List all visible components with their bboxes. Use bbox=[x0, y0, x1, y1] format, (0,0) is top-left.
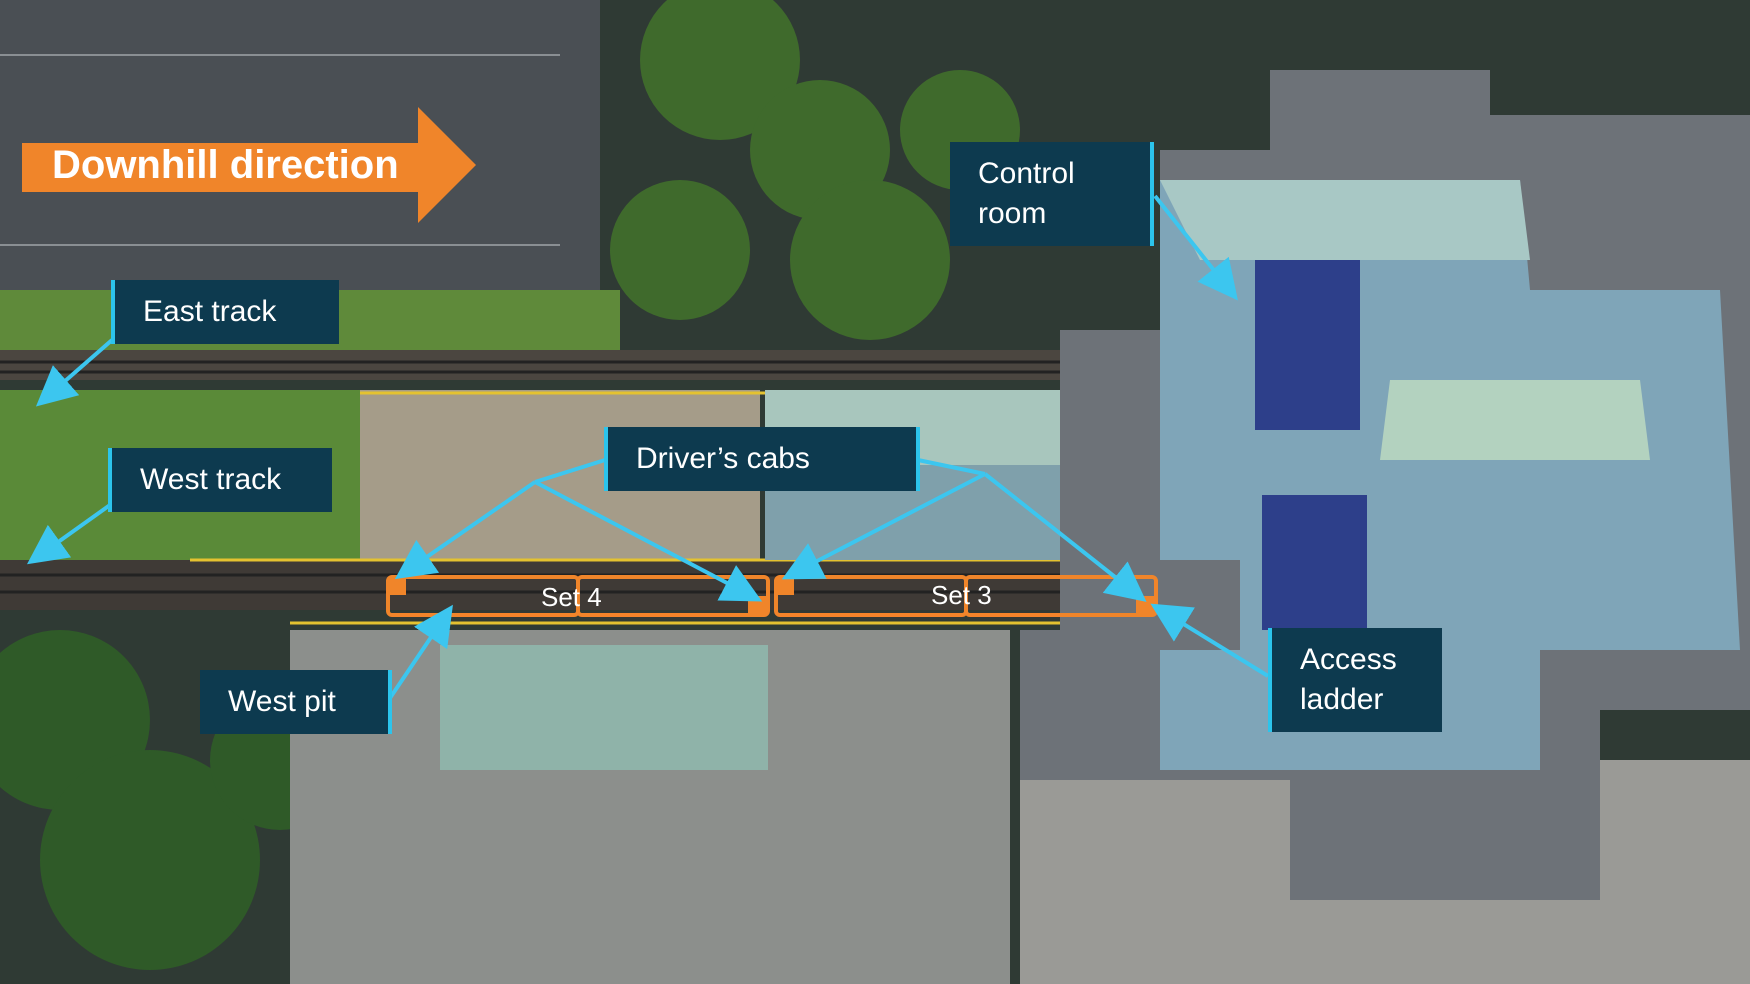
downhill-arrow-shape bbox=[22, 107, 476, 223]
access-ladder-label: Access ladder bbox=[1268, 628, 1442, 732]
arrow-access-ladder bbox=[1150, 603, 1270, 678]
arrow-west-track bbox=[26, 503, 112, 565]
cab-marker-set3-east bbox=[1136, 596, 1156, 615]
arrow-cab-set4-west bbox=[394, 480, 537, 580]
parking-lines bbox=[0, 54, 560, 246]
west-track-bed bbox=[0, 560, 1240, 610]
east-track-text: East track bbox=[143, 295, 277, 328]
control-room-text-line1: Control bbox=[978, 157, 1075, 190]
solar-panels-upper bbox=[1255, 260, 1360, 430]
tree-cluster-top bbox=[610, 0, 1020, 340]
east-track-bed bbox=[0, 350, 1210, 380]
drivers-cabs-label: Driver’s cabs bbox=[604, 427, 920, 491]
drivers-cabs-text: Driver’s cabs bbox=[636, 442, 810, 475]
west-pit-text: West pit bbox=[228, 685, 336, 718]
access-ladder-text-line1: Access bbox=[1300, 643, 1397, 676]
access-ladder-text-line2: ladder bbox=[1300, 683, 1384, 716]
station-roof-light bbox=[1380, 380, 1650, 460]
arrow-control-room bbox=[1153, 194, 1238, 301]
callout-leaders bbox=[534, 458, 986, 484]
station-roof-top bbox=[1160, 180, 1530, 260]
set-4-label: Set 4 bbox=[541, 582, 602, 612]
cab-marker-set3-west bbox=[776, 577, 794, 595]
small-building bbox=[440, 645, 768, 770]
set-3-label: Set 3 bbox=[931, 580, 992, 610]
downhill-direction-label: Downhill direction bbox=[52, 143, 399, 187]
east-track-label: East track bbox=[111, 280, 339, 344]
arrow-cab-set3-west bbox=[781, 472, 986, 580]
callout-arrows bbox=[26, 194, 1270, 700]
arrow-cab-set4-east bbox=[534, 480, 763, 602]
arrow-west-pit bbox=[388, 604, 453, 700]
arrow-east-track bbox=[35, 338, 114, 407]
arrow-cab-set3-east bbox=[983, 472, 1147, 602]
west-track-label: West track bbox=[108, 448, 332, 512]
west-pit-label: West pit bbox=[200, 670, 392, 734]
west-track-text: West track bbox=[140, 463, 282, 496]
control-room-label: Control room bbox=[950, 142, 1154, 246]
solar-panels-lower bbox=[1262, 495, 1367, 630]
cab-marker-set4-east bbox=[748, 596, 768, 615]
control-room-text-line2: room bbox=[978, 197, 1047, 230]
cab-marker-set4-west bbox=[388, 577, 406, 595]
